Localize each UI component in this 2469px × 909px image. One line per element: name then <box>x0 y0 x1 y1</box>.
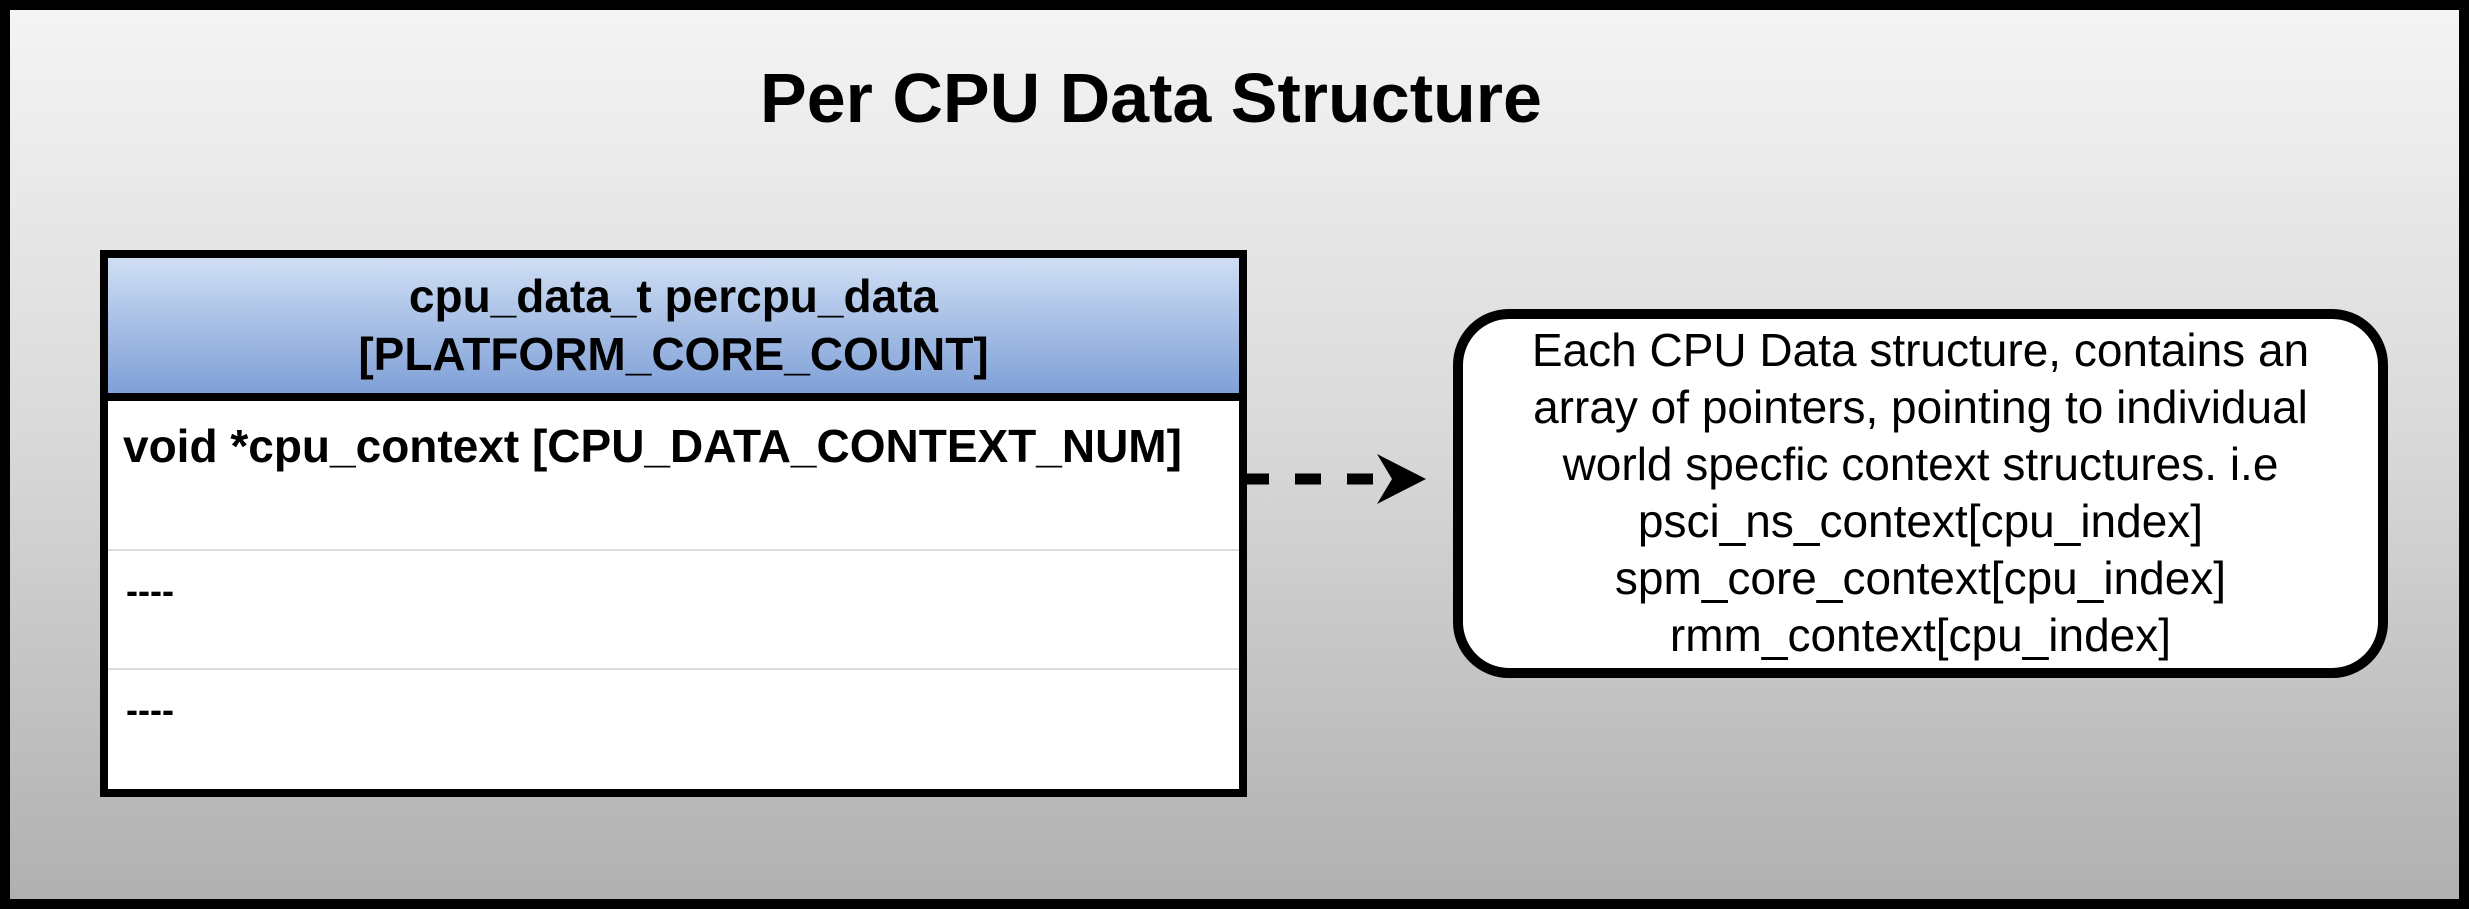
row-label-placeholder: ---- <box>126 569 174 611</box>
row-label-placeholder: ---- <box>126 688 174 730</box>
callout-text-line: world specfic context structures. i.e <box>1562 438 2279 490</box>
table-header-line-2: [PLATFORM_CORE_COUNT] <box>358 328 989 380</box>
callout-text-line: array of pointers, pointing to individua… <box>1533 381 2308 433</box>
callout-text-line: rmm_context[cpu_index] <box>1669 609 2172 661</box>
table-row: ---- <box>108 551 1239 670</box>
dashed-right-arrow-icon <box>1243 454 1426 504</box>
page-title: Per CPU Data Structure <box>760 59 1542 137</box>
callout-text-line: Each CPU Data structure, contains an <box>1531 324 2310 376</box>
table-row: void *cpu_context [CPU_DATA_CONTEXT_NUM] <box>108 401 1239 551</box>
callout-text-line: spm_core_context[cpu_index] <box>1614 552 2227 604</box>
table-header: cpu_data_t percpu_data [PLATFORM_CORE_CO… <box>108 258 1239 401</box>
table-header-line-1: cpu_data_t percpu_data <box>408 270 939 322</box>
callout-box: Each CPU Data structure, contains an arr… <box>1453 309 2388 678</box>
table-row: ---- <box>108 670 1239 789</box>
callout-text-line: psci_ns_context[cpu_index] <box>1637 495 2204 547</box>
row-label-cpu-context: void *cpu_context [CPU_DATA_CONTEXT_NUM] <box>123 419 1182 472</box>
cpu-data-table: cpu_data_t percpu_data [PLATFORM_CORE_CO… <box>100 250 1247 797</box>
